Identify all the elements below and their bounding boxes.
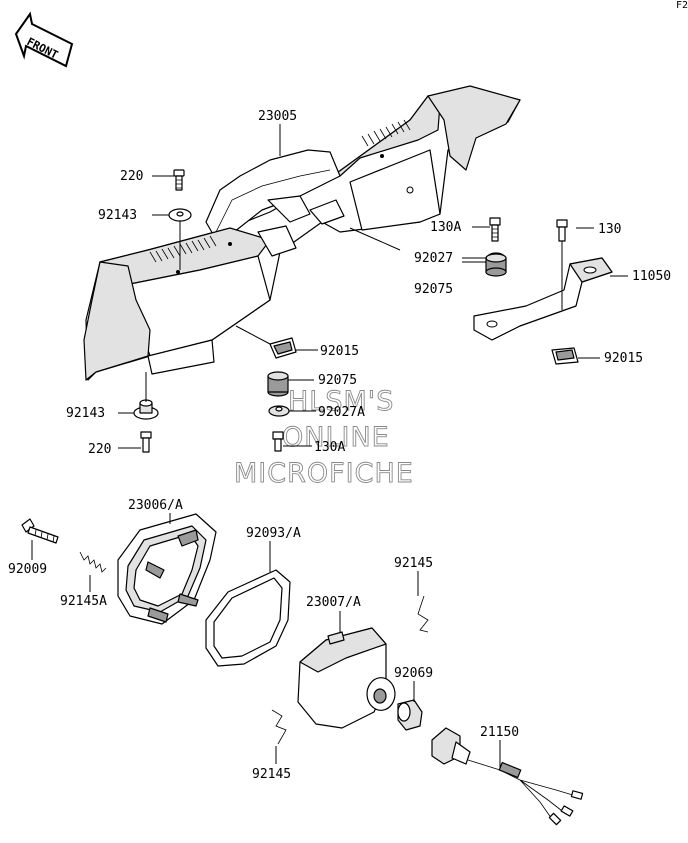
callout-92145A: 92145A	[60, 594, 107, 609]
callout-92145-bottom: 92145	[252, 767, 291, 782]
callout-220-bottom: 220	[88, 442, 111, 457]
bolt-130A-right-drawing	[489, 217, 501, 242]
washer-92143-top-drawing	[168, 208, 192, 222]
callout-92093A: 92093/A	[246, 526, 301, 541]
lamp-23007A-drawing	[297, 627, 396, 729]
callout-23007A: 23007/A	[306, 595, 361, 610]
callout-11050: 11050	[632, 269, 671, 284]
clip-92015-right-drawing	[551, 347, 579, 365]
callout-92027A: 92027A	[318, 405, 365, 420]
clip-92015-center-drawing	[269, 337, 297, 359]
leader-lines	[31, 124, 628, 768]
callout-130A-center: 130A	[314, 440, 345, 455]
seal-92093A-drawing	[205, 569, 291, 667]
callout-92009: 92009	[8, 562, 47, 577]
callout-92015-right: 92015	[604, 351, 643, 366]
callout-92143-top: 92143	[98, 208, 137, 223]
callout-92075-center: 92075	[318, 373, 357, 388]
callout-23006A: 23006/A	[128, 498, 183, 513]
watermark-line-1: HLSM'S	[288, 386, 394, 417]
watermark-line-2: ONLINE	[282, 422, 390, 453]
frame-23006A-drawing	[117, 513, 217, 625]
harness-21150-drawing	[431, 727, 584, 826]
watermark: HLSM'S ONLINE MICROFICHE	[234, 386, 414, 490]
bolt-220-top-drawing	[173, 169, 185, 191]
spacer-92027A-drawing	[268, 405, 290, 417]
callout-92015-center: 92015	[320, 344, 359, 359]
callout-labels: 23005 220 92143 130A 130 92027 11050 920…	[8, 109, 671, 782]
callout-130: 130	[598, 222, 621, 237]
spring-92145A-drawing	[79, 551, 107, 573]
callout-92027-right: 92027	[414, 251, 453, 266]
bolt-92009-drawing	[21, 518, 59, 544]
callout-21150: 21150	[480, 725, 519, 740]
bracket-11050-drawing	[473, 257, 613, 341]
bulb-92069-drawing	[397, 699, 423, 731]
front-arrow-icon: FRONT	[14, 11, 74, 68]
spring-92145-bottom-drawing	[271, 709, 287, 745]
grommet-92075-center-drawing	[267, 371, 289, 397]
watermark-line-3: MICROFICHE	[234, 458, 414, 489]
housing-23005-drawing	[83, 85, 521, 381]
callout-23005: 23005	[258, 109, 297, 124]
callout-92145-right: 92145	[394, 556, 433, 571]
bolt-130-drawing	[556, 219, 568, 242]
callout-92075-right: 92075	[414, 282, 453, 297]
corner-mark: F2	[676, 0, 688, 11]
callout-220-top: 220	[120, 169, 143, 184]
washer-92143-bottom-drawing	[133, 399, 159, 420]
callout-92069: 92069	[394, 666, 433, 681]
grommet-92075-right-drawing	[485, 253, 507, 277]
bolt-220-bottom-drawing	[140, 431, 152, 453]
callout-92143-bottom: 92143	[66, 406, 105, 421]
bolt-130A-center-drawing	[272, 431, 284, 452]
callout-130A-right: 130A	[430, 220, 461, 235]
spring-92145-right-drawing	[417, 595, 429, 633]
